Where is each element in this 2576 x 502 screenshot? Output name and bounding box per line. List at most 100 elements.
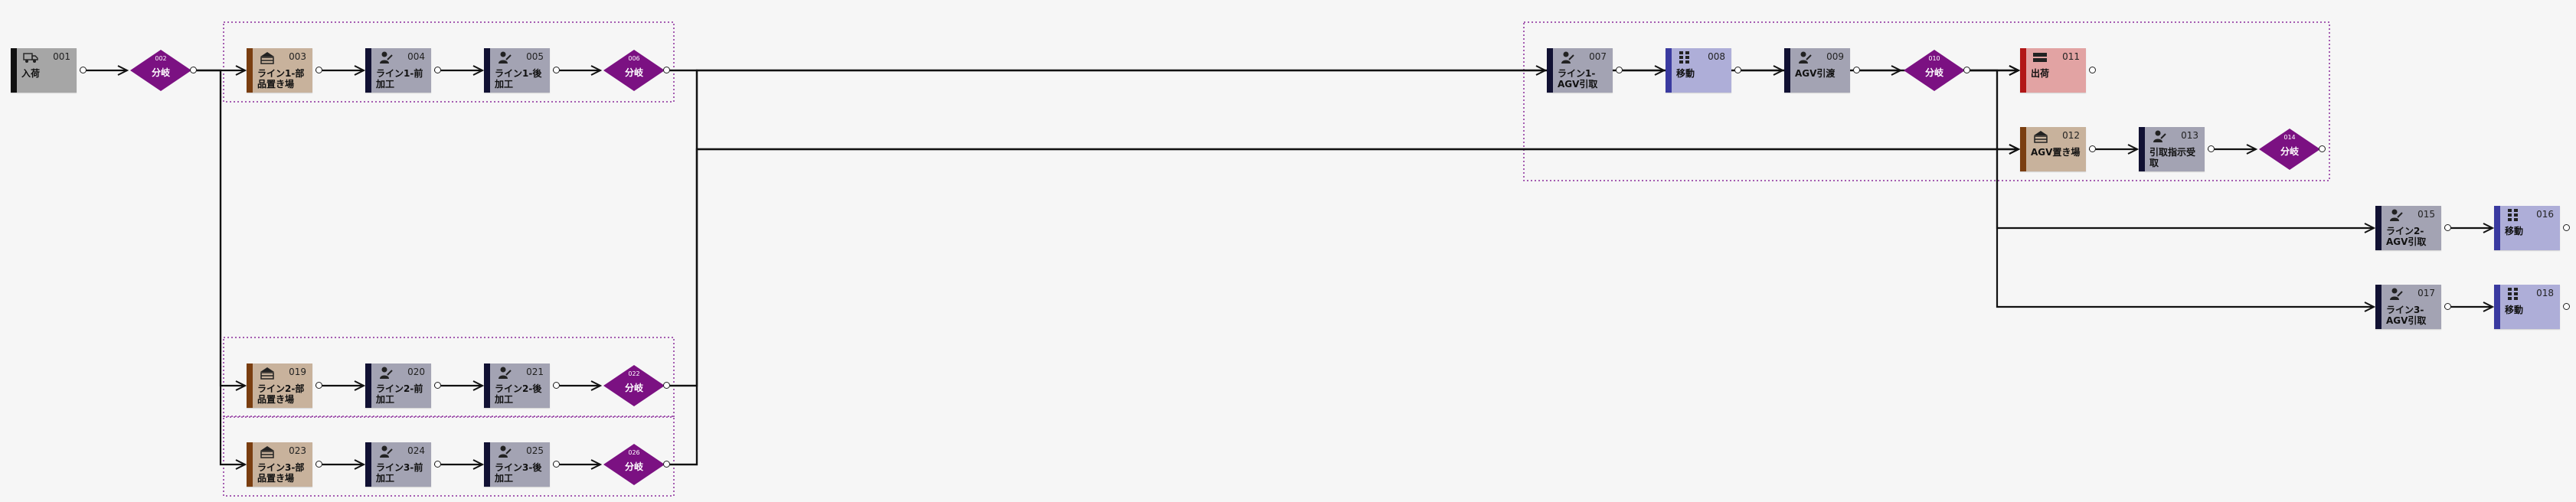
output-port[interactable] [663,461,670,468]
node-label: 分岐 [2280,146,2299,157]
edge-022-011[interactable] [669,69,2019,387]
output-port[interactable] [2089,145,2096,152]
edge-022-012[interactable] [669,148,2019,387]
edge-arrowhead [354,65,366,76]
output-port[interactable] [190,67,197,73]
node-id: 011 [2062,51,2080,62]
edge-arrowhead [235,65,247,76]
node-id: 006 [628,55,640,62]
worker-icon [380,367,393,379]
output-port[interactable] [2208,145,2215,152]
worker-icon [499,445,512,458]
node-label: 移動 [2505,305,2524,315]
output-port[interactable] [434,461,441,468]
output-port[interactable] [2089,67,2096,73]
edge-arrowhead [2009,65,2021,76]
node-018[interactable]: 018 移動 [2494,285,2570,329]
node-label: 分岐 [624,461,643,472]
output-port[interactable] [315,382,322,389]
worker-icon [2390,209,2403,221]
node-id: 012 [2062,130,2080,141]
output-port[interactable] [553,461,560,468]
output-port[interactable] [315,461,322,468]
output-port[interactable] [663,382,670,389]
shelf-icon [260,367,274,380]
edge-arrowhead [235,380,247,391]
output-port[interactable] [2319,145,2326,152]
node-id: 018 [2536,288,2554,298]
node-label: ライン2-前加工 [376,383,423,405]
edge-arrowhead [235,459,247,470]
edge-026-011[interactable] [669,69,2019,466]
node-label: 引取指示受取 [2149,147,2196,168]
edge-arrowhead [472,65,485,76]
edge-arrowhead [354,459,366,470]
output-port[interactable] [2444,303,2451,310]
truck-icon [23,53,38,63]
edge-010-017[interactable] [1970,69,2374,308]
output-port[interactable] [315,67,322,73]
edge-arrowhead [117,65,129,76]
output-port[interactable] [434,67,441,73]
output-port[interactable] [80,67,87,73]
output-port[interactable] [434,382,441,389]
output-port[interactable] [1963,67,1970,73]
node-id: 014 [2283,134,2296,141]
branch-diamond-shape [603,444,665,485]
edge-002-023[interactable] [196,69,245,466]
node-id: 017 [2417,288,2435,298]
worker-icon [499,367,512,379]
output-port[interactable] [553,382,560,389]
node-label: 移動 [2505,226,2524,236]
output-port[interactable] [2563,224,2570,231]
output-port[interactable] [663,67,670,73]
output-port[interactable] [1616,67,1623,73]
edge-arrowhead [2009,144,2021,155]
edge-arrowhead [2483,302,2495,312]
node-label: ライン3-前加工 [376,462,423,484]
output-port[interactable] [2563,303,2570,310]
node-label: ライン1-後加工 [495,68,542,90]
output-port[interactable] [2444,224,2451,231]
output-port[interactable] [1734,67,1741,73]
node-014[interactable]: 014 分岐 [2257,127,2326,171]
node-id: 022 [628,370,640,377]
node-label: 入荷 [21,68,41,79]
output-port[interactable] [1853,67,1860,73]
worker-icon [380,51,393,64]
node-label: ライン3-部品置き場 [257,462,305,484]
edge-026-012[interactable] [669,148,2019,466]
output-port[interactable] [553,67,560,73]
move-icon [2508,209,2518,221]
line3-group-outline [223,416,675,497]
move-icon [2508,288,2518,300]
branch-diamond-shape [130,50,191,91]
node-label: ライン2-AGV引取 [2386,226,2427,247]
